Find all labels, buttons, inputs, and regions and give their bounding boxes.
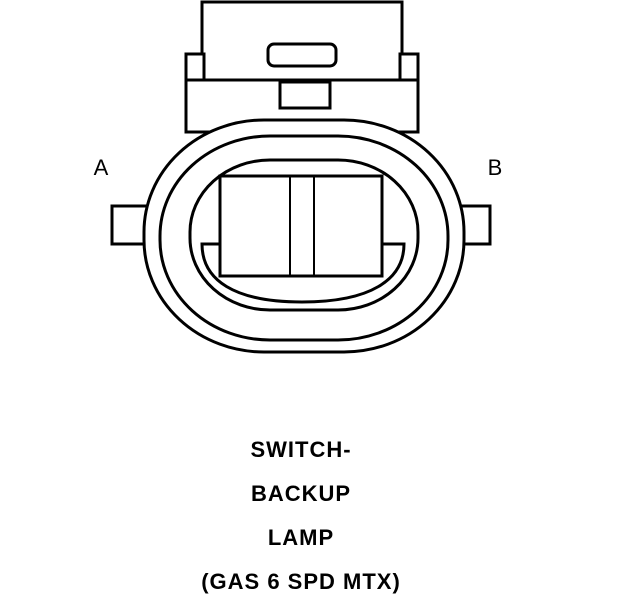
latch-shoulder-right <box>398 52 420 84</box>
latch-post <box>278 80 332 110</box>
key-channel <box>200 242 406 304</box>
caption-line-1: SWITCH- <box>250 437 351 462</box>
latch-shoulder-left <box>184 52 206 84</box>
terminal-block <box>218 174 384 278</box>
caption: SWITCH- BACKUP LAMP (GAS 6 SPD MTX) <box>201 437 401 594</box>
caption-line-3: LAMP <box>268 525 334 550</box>
pin-label-a: A <box>94 155 109 180</box>
top-latch-housing <box>200 0 404 82</box>
latch-slot <box>266 42 338 68</box>
connector-body <box>110 0 492 354</box>
caption-line-4: (GAS 6 SPD MTX) <box>201 569 401 594</box>
pin-label-b: B <box>488 155 503 180</box>
caption-line-2: BACKUP <box>251 481 351 506</box>
